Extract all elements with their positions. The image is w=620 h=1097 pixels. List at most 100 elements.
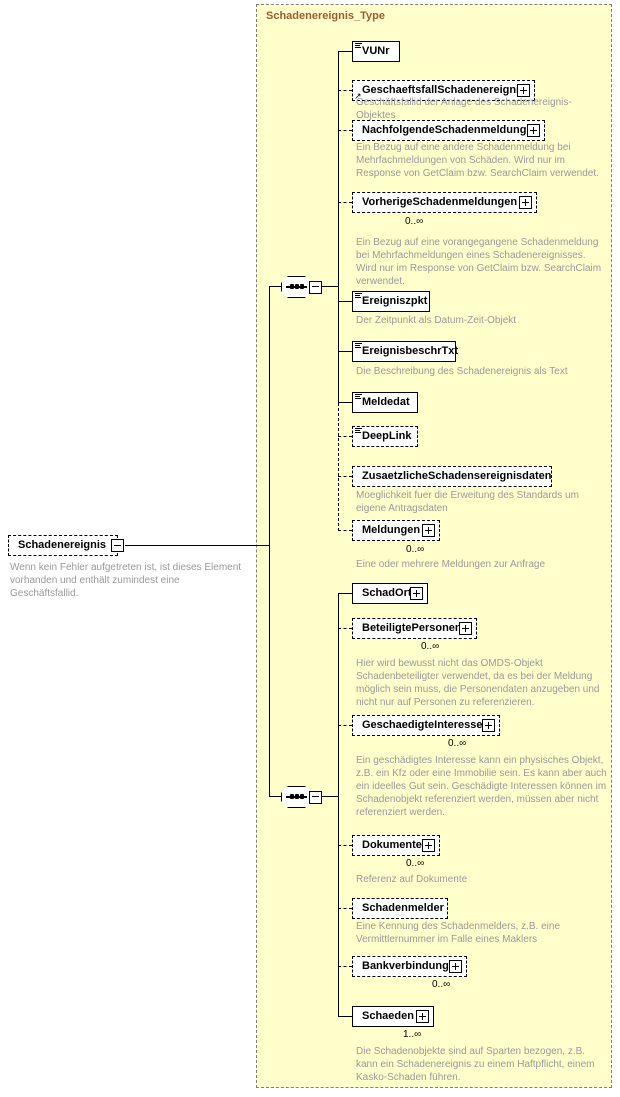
connector-line (338, 593, 340, 1016)
element-node-nachfolgendeschadenmeldung[interactable]: NachfolgendeSchadenmeldung (352, 120, 548, 144)
element-documentation: Ein Bezug auf eine andere Schadenmeldung… (356, 142, 599, 179)
connector-line (338, 301, 352, 303)
element-label: EreignisbeschrTxt (362, 345, 458, 357)
element-label: DeepLink (362, 430, 412, 442)
element-label: SchadOrt (362, 587, 412, 599)
connector-line (338, 593, 352, 595)
connector-line-optional (338, 845, 352, 846)
connector-line (321, 796, 339, 798)
element-node-geschaedigteinteressen[interactable]: GeschaedigteInteressen (352, 715, 503, 739)
occurrence-indicator: 0..∞ (421, 641, 440, 652)
connector-line-optional (338, 628, 352, 629)
expand-control-icon[interactable] (517, 84, 530, 97)
collapse-control-icon[interactable] (111, 539, 124, 552)
element-label: VUNr (362, 45, 390, 57)
element-label: Schadenereignis (18, 539, 107, 551)
sequence-compositor-1[interactable] (281, 276, 322, 302)
expand-control-icon[interactable] (410, 587, 423, 600)
connector-line (321, 286, 339, 288)
element-node-zusaetzlicheschadensereignisdaten[interactable]: ZusaetzlicheSchadensereignisdaten (352, 466, 555, 490)
element-label: NachfolgendeSchadenmeldung (362, 124, 527, 136)
connector-line (338, 1016, 352, 1018)
occurrence-indicator: 1..∞ (403, 1029, 422, 1040)
occurrence-indicator: 0..∞ (406, 858, 425, 869)
connector-line (269, 545, 271, 797)
element-documentation: Geschäftsfallid der Anlage des Schadener… (356, 97, 572, 121)
connector-line (338, 402, 352, 404)
element-documentation: Hier wird bewusst nicht das OMDS-Objekt … (356, 658, 600, 708)
simple-type-icon (355, 43, 362, 49)
element-node-ereigniszpkt[interactable]: Ereigniszpkt (352, 291, 433, 315)
simple-type-icon (355, 343, 362, 349)
element-documentation: Eine Kennung des Schadenmelders, z.B. ei… (356, 921, 561, 945)
expand-control-icon[interactable] (519, 196, 532, 209)
element-documentation: Ein Bezug auf eine vorangegangene Schade… (356, 237, 602, 287)
connector-line-optional (338, 90, 352, 91)
expand-control-icon[interactable] (449, 960, 462, 973)
element-documentation: Die Schadenobjekte sind auf Sparten bezo… (356, 1046, 595, 1083)
connector-line (338, 51, 352, 53)
element-label: Bankverbindung (362, 960, 449, 972)
element-label: BeteiligtePersonen (362, 622, 462, 634)
element-documentation: Referenz auf Dokumente (356, 874, 468, 885)
occurrence-indicator: 0..∞ (448, 738, 467, 749)
element-node-meldungen[interactable]: Meldungen (352, 520, 443, 544)
element-node-ereignisbeschrtxt[interactable]: EreignisbeschrTxt (352, 341, 459, 365)
expand-control-icon[interactable] (422, 524, 435, 537)
expand-control-icon[interactable] (422, 839, 435, 852)
connector-line (338, 51, 340, 403)
simple-type-icon (355, 293, 362, 299)
connector-line-optional (338, 130, 352, 131)
element-documentation: Moeglichkeit fuer die Erweitung des Stan… (356, 490, 579, 514)
element-label: Meldungen (362, 524, 421, 536)
element-label: Schadenmelder (362, 902, 444, 914)
connector-line-optional (338, 202, 352, 203)
connector-line-optional (338, 403, 339, 531)
connector-line (125, 545, 270, 547)
expand-control-icon[interactable] (416, 1010, 429, 1023)
connector-line (269, 286, 281, 288)
simple-type-icon (355, 394, 362, 400)
element-documentation: Der Zeitpunkt als Datum-Zeit-Objekt (356, 315, 517, 326)
element-node-vorherigeschadenmeldungen[interactable]: VorherigeSchadenmeldungen (352, 192, 540, 216)
element-label: GeschaeftsfallSchadenereignis (362, 84, 526, 96)
element-node-schaeden[interactable]: Schaeden (352, 1006, 437, 1030)
element-label: Dokumente (362, 839, 422, 851)
element-documentation: Die Beschreibung des Schadenereignis als… (356, 366, 568, 377)
element-label: VorherigeSchadenmeldungen (362, 196, 518, 208)
occurrence-indicator: 0..∞ (432, 979, 451, 990)
occurrence-indicator: 0..∞ (405, 216, 424, 227)
simple-type-icon (355, 428, 362, 434)
element-label: GeschaedigteInteressen (362, 719, 490, 731)
element-node-meldedat[interactable]: Meldedat (352, 392, 421, 416)
element-documentation: Wenn kein Fehler aufgetreten ist, ist di… (10, 562, 242, 599)
expand-control-icon[interactable] (482, 719, 495, 732)
element-node-dokumente[interactable]: Dokumente (352, 835, 443, 859)
connector-line-optional (338, 966, 352, 967)
element-label: Schaeden (362, 1010, 414, 1022)
connector-line-optional (338, 476, 352, 477)
connector-line-optional (338, 725, 352, 726)
element-node-schadort[interactable]: SchadOrt (352, 583, 431, 607)
connector-line (338, 351, 352, 353)
element-node-schadenmelder[interactable]: Schadenmelder (352, 898, 451, 922)
connector-line (269, 796, 281, 798)
element-node-bankverbindung[interactable]: Bankverbindung (352, 956, 470, 980)
element-node-schadenereignis[interactable]: Schadenereignis (8, 535, 124, 559)
reference-arrow-icon: ↗ (354, 91, 362, 101)
occurrence-indicator: 0..∞ (406, 544, 425, 555)
element-label: Meldedat (362, 396, 410, 408)
sequence-compositor-2[interactable] (281, 786, 322, 812)
element-node-vunr[interactable]: VUNr (352, 41, 403, 65)
element-label: Ereigniszpkt (362, 295, 428, 307)
element-node-beteiligtepersonen[interactable]: BeteiligtePersonen (352, 618, 480, 642)
expand-control-icon[interactable] (527, 124, 540, 137)
connector-line-optional (338, 530, 352, 531)
element-documentation: Ein geschädigtes Interesse kann ein phys… (356, 755, 607, 818)
connector-line-optional (338, 908, 352, 909)
element-node-deeplink[interactable]: DeepLink (352, 426, 421, 450)
element-documentation: Eine oder mehrere Meldungen zur Anfrage (356, 559, 546, 570)
element-label: ZusaetzlicheSchadensereignisdaten (362, 470, 552, 482)
connector-line-optional (338, 436, 352, 437)
expand-control-icon[interactable] (459, 622, 472, 635)
